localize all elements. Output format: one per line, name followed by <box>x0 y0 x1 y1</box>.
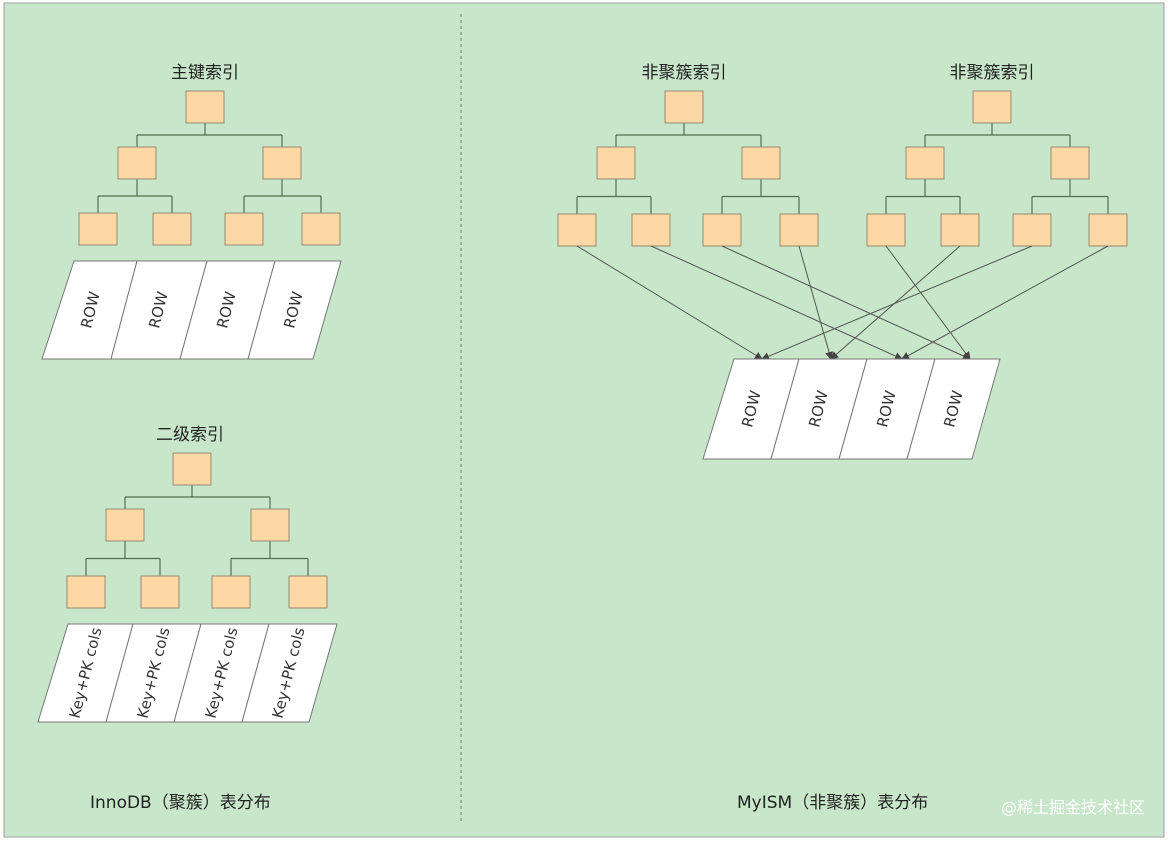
tree-node <box>262 146 302 180</box>
innodb-primary-title: 主键索引 <box>171 63 239 83</box>
tree-node <box>66 575 106 609</box>
myisam-right-title: 非聚簇索引 <box>950 63 1035 83</box>
tree-node <box>779 213 819 247</box>
tree-node <box>288 575 328 609</box>
tree-node <box>631 213 671 247</box>
key-cell: Key+PK cols <box>241 623 338 723</box>
innodb-primary-tree <box>78 90 341 246</box>
tree-node <box>185 90 225 124</box>
pointer-arrow <box>830 245 961 360</box>
tree-node <box>741 146 781 180</box>
myisam-caption: MyISM（非聚簇）表分布 <box>737 793 928 813</box>
innodb-secondary-index: 二级索引 Key+PK cols Key+PK cols Key+PK cols… <box>37 425 338 723</box>
row-cell: ROW <box>247 260 342 360</box>
key-cell: Key+PK cols <box>37 623 134 723</box>
tree-node <box>211 575 251 609</box>
myisam-rows: ROW ROW ROW ROW <box>702 358 1001 460</box>
tree-node <box>105 508 145 542</box>
tree-node <box>596 146 636 180</box>
tree-node <box>172 452 212 486</box>
pointer-arrow <box>901 245 1109 360</box>
innodb-caption: InnoDB（聚簇）表分布 <box>90 793 271 813</box>
myisam-left-title: 非聚簇索引 <box>642 63 727 83</box>
tree-node <box>250 508 290 542</box>
tree-node <box>905 146 945 180</box>
row-cell: ROW <box>41 260 138 360</box>
tree-node <box>866 213 906 247</box>
tree-node <box>1012 213 1052 247</box>
pointer-arrow <box>650 245 903 360</box>
myisam-section: 非聚簇索引 非聚簇索引 ROW ROW ROW <box>557 63 1128 460</box>
tree-node <box>972 90 1012 124</box>
innodb-secondary-tree <box>66 452 328 609</box>
tree-node <box>940 213 980 247</box>
innodb-primary-rows: ROW ROW ROW ROW <box>41 260 342 360</box>
row-cell: ROW <box>906 358 1001 460</box>
innodb-secondary-title: 二级索引 <box>156 425 224 445</box>
pointer-arrow <box>721 245 971 360</box>
tree-node <box>78 212 118 246</box>
row-cell: ROW <box>110 260 208 360</box>
row-cell: ROW <box>702 358 800 460</box>
tree-node <box>117 146 157 180</box>
watermark: @稀土掘金技术社区 <box>1001 798 1145 817</box>
myisam-right-tree <box>866 90 1128 247</box>
row-cell: ROW <box>179 260 276 360</box>
pointer-arrow <box>885 245 971 360</box>
innodb-secondary-rows: Key+PK cols Key+PK cols Key+PK cols Key+… <box>37 623 338 723</box>
innodb-primary-index: 主键索引 ROW ROW ROW ROW <box>41 63 342 360</box>
tree-node <box>224 212 264 246</box>
pointer-arrow <box>798 245 833 360</box>
myisam-pointer-arrows <box>576 245 1109 360</box>
tree-node <box>557 213 597 247</box>
tree-node <box>664 90 704 124</box>
tree-node <box>702 213 742 247</box>
tree-node <box>152 212 192 246</box>
pointer-arrow <box>761 245 1033 360</box>
tree-node <box>1088 213 1128 247</box>
tree-node <box>140 575 180 609</box>
myisam-left-tree <box>557 90 819 247</box>
tree-node <box>1050 146 1090 180</box>
tree-node <box>301 212 341 246</box>
pointer-arrow <box>576 245 763 360</box>
